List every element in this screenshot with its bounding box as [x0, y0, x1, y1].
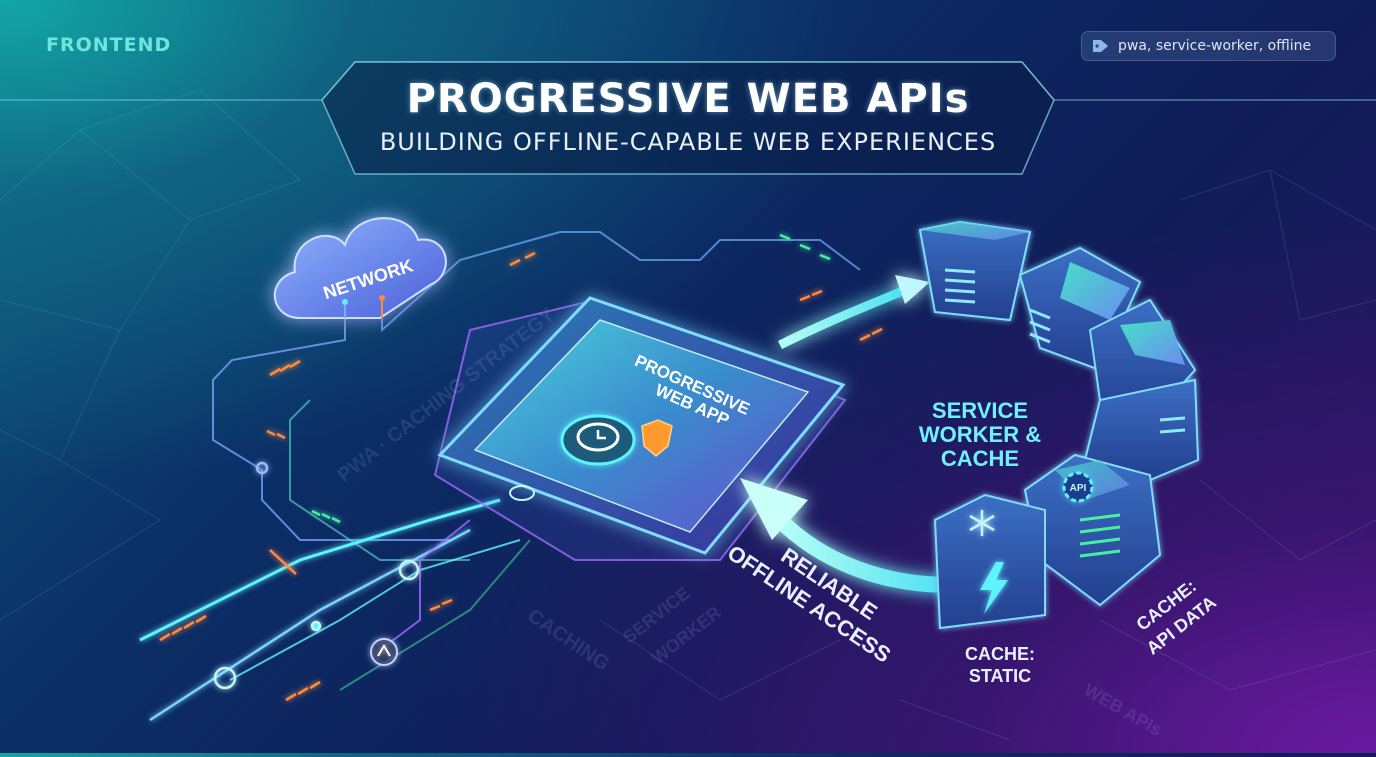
server-block-api [1023, 453, 1162, 607]
gear-icon [1062, 471, 1094, 503]
offline-return-arrow [740, 478, 951, 593]
outgoing-arrow [777, 275, 930, 350]
server-block-1 [918, 220, 1032, 322]
data-flow-chevrons [159, 233, 883, 702]
page-title: PROGRESSIVE WEB APIs [406, 76, 970, 122]
background-mesh [0, 89, 1376, 741]
lightning-icon [980, 562, 1008, 614]
watermark-2: CACHING [524, 605, 614, 675]
api-badge-label: API [1070, 483, 1087, 494]
tag-icon [1093, 40, 1108, 52]
location-icon [370, 638, 398, 666]
title-panel [0, 61, 1376, 175]
title-block: PROGRESSIVE WEB APIs BUILDING OFFLINE-CA… [322, 62, 1054, 174]
category-label: FRONTEND [46, 34, 172, 56]
server-block-static [933, 493, 1046, 630]
server-block-4 [1083, 378, 1200, 482]
shield-icon [641, 419, 673, 457]
service-worker-line3: CACHE [941, 446, 1019, 471]
phone-device [433, 296, 847, 561]
circuit-nodes [213, 461, 420, 690]
tags-text: pwa, service-worker, offline [1118, 38, 1312, 54]
service-worker-label: SERVICE WORKER & CACHE [919, 398, 1041, 471]
cloud-icon [274, 217, 447, 319]
service-worker-line1: SERVICE [932, 398, 1028, 423]
page-subtitle: BUILDING OFFLINE-CAPABLE WEB EXPERIENCES [379, 128, 997, 156]
cache-static-line1: CACHE: [965, 644, 1035, 664]
clock-sync-icon [560, 414, 636, 466]
tags-badge: pwa, service-worker, offline [1081, 31, 1336, 61]
cache-server-ring [918, 220, 1200, 630]
cache-static-line2: STATIC [969, 666, 1031, 686]
snowflake-icon [969, 510, 995, 536]
service-worker-line2: WORKER & [919, 422, 1041, 447]
cloud-connectors [342, 295, 385, 318]
watermark-4: WEB APIs [1081, 680, 1166, 740]
